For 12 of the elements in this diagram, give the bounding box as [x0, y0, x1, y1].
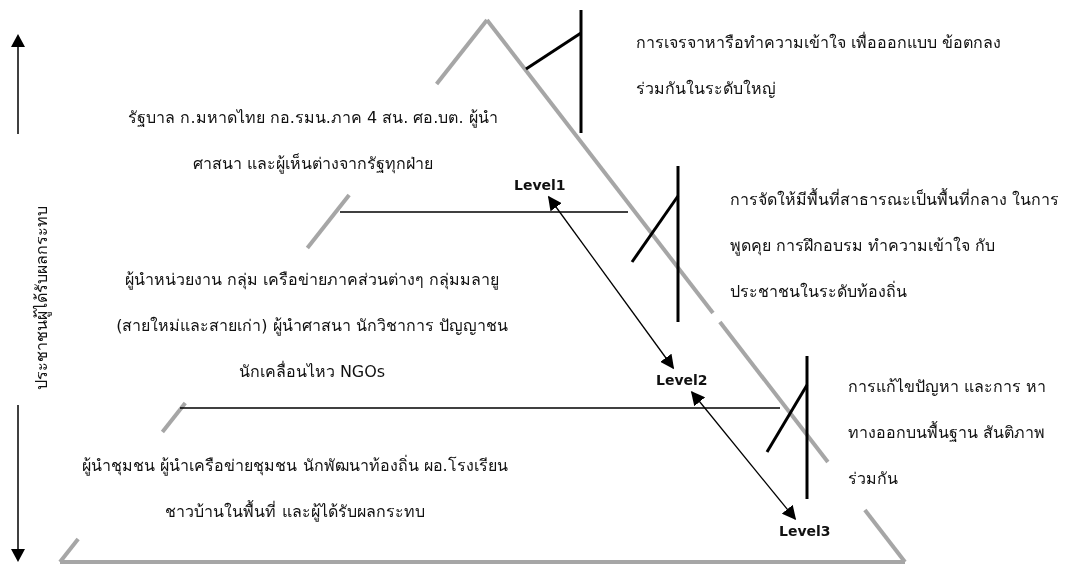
stakeholder-text: รัฐบาล ก.มหาดไทย กอ.รมน.ภาค 4 สน. ศอ.บต. ผู้นำศาสนา และผู้เห็นต่างจากรัฐทุกฝ่าย: [127, 107, 499, 176]
description-text: การแก้ไขปัญหา และการ หาทางออกบนพื้นฐาน สันติภาพร่วมกัน: [848, 376, 1048, 490]
level-label: Level3: [779, 522, 831, 540]
stakeholder-text: ผู้นำหน่วยงาน กลุ่ม เครือข่ายภาคส่วนต่างๆ กลุ่มมลายู (สายใหม่และสายเก่า) ผู้นำศาสนา นักวิชาการ ปัญญาชน นักเคลื่อนไหว NGOs: [115, 269, 509, 383]
arrow: [547, 195, 675, 370]
stakeholder-text: ผู้นำชุมชน ผู้นำเครือข่ายชุมชน นักพัฒนาท้องถิ่น ผอ.โรงเรียน ชาวบ้านในพื้นที่ และผู้ได้รับผลกระทบ: [81, 454, 509, 524]
level-label: Level1: [514, 176, 566, 194]
level-label: Level2: [656, 371, 708, 389]
arrow: [690, 390, 797, 521]
description-text: การเจรจาหารือทำความเข้าใจ เพื่อออกแบบ ข้อตกลงร่วมกันในระดับใหญ่: [636, 31, 1003, 100]
axis-label: ประชาชนผู้ได้รับผลกระทบ: [31, 206, 53, 390]
description-text: การจัดให้มีพื้นที่สาธารณะเป็นพื้นที่กลาง ในการพูดคุย การฝึกอบรม ทำความเข้าใจ กับประชาชนในระดับท้องถิ่น: [730, 187, 1061, 303]
